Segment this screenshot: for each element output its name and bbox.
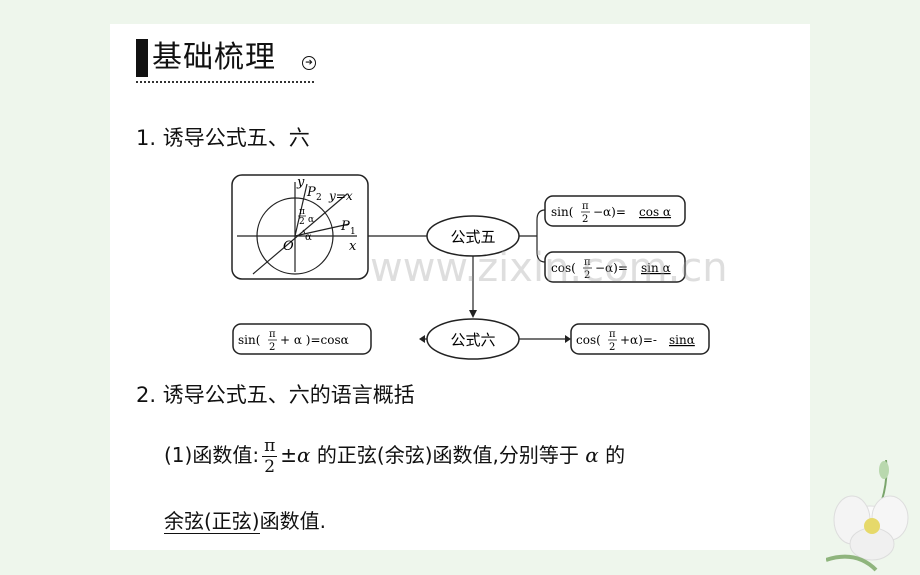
arrow-left	[419, 335, 425, 343]
angle-arc	[302, 229, 306, 235]
formula-diagram: y x P 2 y=x P 1 O α π 2 α 公式五 公式六 sin( π…	[231, 174, 710, 360]
inner-alpha: α	[308, 215, 314, 225]
f6b-result: sinα	[669, 333, 695, 347]
f6a-two: 2	[269, 342, 275, 353]
f5b-box	[544, 251, 686, 283]
heading-title: 基础梳理	[152, 40, 276, 75]
formula5-node	[426, 215, 520, 257]
ray-op1	[294, 223, 350, 237]
f6a-pre: sin(	[238, 333, 260, 347]
line2-suffix: 函数值.	[259, 509, 326, 533]
brace-branch	[536, 209, 546, 263]
alpha-symbol: α	[297, 443, 311, 467]
axis-x-label: x	[349, 239, 357, 254]
underlined-answer: 余弦(正弦)	[164, 509, 260, 534]
flower-decoration	[826, 460, 909, 572]
plus-minus: ±	[280, 443, 298, 467]
f6b-two: 2	[609, 342, 615, 353]
p2-subscript: 2	[316, 193, 322, 203]
line1-mid: 的正弦(余弦)函数值,分别等于	[310, 443, 586, 467]
origin-label: O	[283, 239, 294, 254]
watermark: www.zixin.com.cn	[370, 245, 728, 291]
f5b-pre: cos(	[551, 261, 576, 275]
f5a-mid: −α)=	[593, 205, 626, 219]
f6b-pi: π	[609, 329, 616, 340]
formula6-label: 公式六	[450, 331, 495, 349]
f5b-pi: π	[584, 257, 591, 268]
f5a-result: cos α	[639, 205, 671, 219]
f5a-box	[544, 195, 686, 227]
inner-two: 2	[299, 217, 305, 227]
frac-numerator: π	[262, 436, 278, 457]
f5a-two: 2	[582, 214, 588, 225]
f5b-result: sin α	[641, 261, 671, 275]
line-y-eq-x	[252, 193, 348, 275]
f6a-mid: + α )=cosα	[280, 333, 349, 347]
axis-y-label: y	[296, 175, 305, 190]
f6b-pre: cos(	[576, 333, 601, 347]
line1-suffix: 的	[598, 443, 626, 467]
line-label: y=x	[328, 189, 353, 203]
line1-prefix: (1)函数值:	[164, 443, 260, 467]
slide: 基础梳理 ➔ 1. 诱导公式五、六 y x P 2 y=x P 1 O α π …	[110, 24, 810, 550]
f6a-pi: π	[269, 329, 276, 340]
frac-denominator: 2	[264, 457, 276, 477]
heading-underline	[136, 81, 314, 83]
f5a-pre: sin(	[551, 205, 573, 219]
f6b-box	[570, 323, 710, 355]
formula6-node	[426, 318, 520, 360]
inner-pi: π	[299, 207, 305, 217]
section2-title: 2. 诱导公式五、六的语言概括	[136, 383, 415, 407]
f5b-mid: −α)=	[595, 261, 628, 275]
arrow-circle-icon: ➔	[302, 56, 316, 70]
f6a-box	[232, 323, 372, 355]
ray-op2	[294, 183, 308, 237]
summary-line-2: 余弦(正弦)函数值.	[164, 507, 326, 535]
f5a-pi: π	[582, 201, 589, 212]
f6b-mid: +α)=-	[620, 333, 657, 347]
angle-alpha-label: α	[305, 232, 312, 243]
f5b-two: 2	[584, 270, 590, 281]
arrow-down	[469, 310, 477, 318]
heading-bar	[136, 39, 148, 77]
unit-circle-box	[231, 174, 369, 280]
p2-label: P	[306, 185, 316, 200]
arrow-right	[565, 335, 571, 343]
alpha-symbol-2: α	[585, 443, 599, 467]
p1-subscript: 1	[350, 227, 356, 237]
p1-label: P	[340, 219, 350, 234]
formula5-label: 公式五	[450, 228, 495, 246]
section1-title: 1. 诱导公式五、六	[136, 126, 310, 150]
